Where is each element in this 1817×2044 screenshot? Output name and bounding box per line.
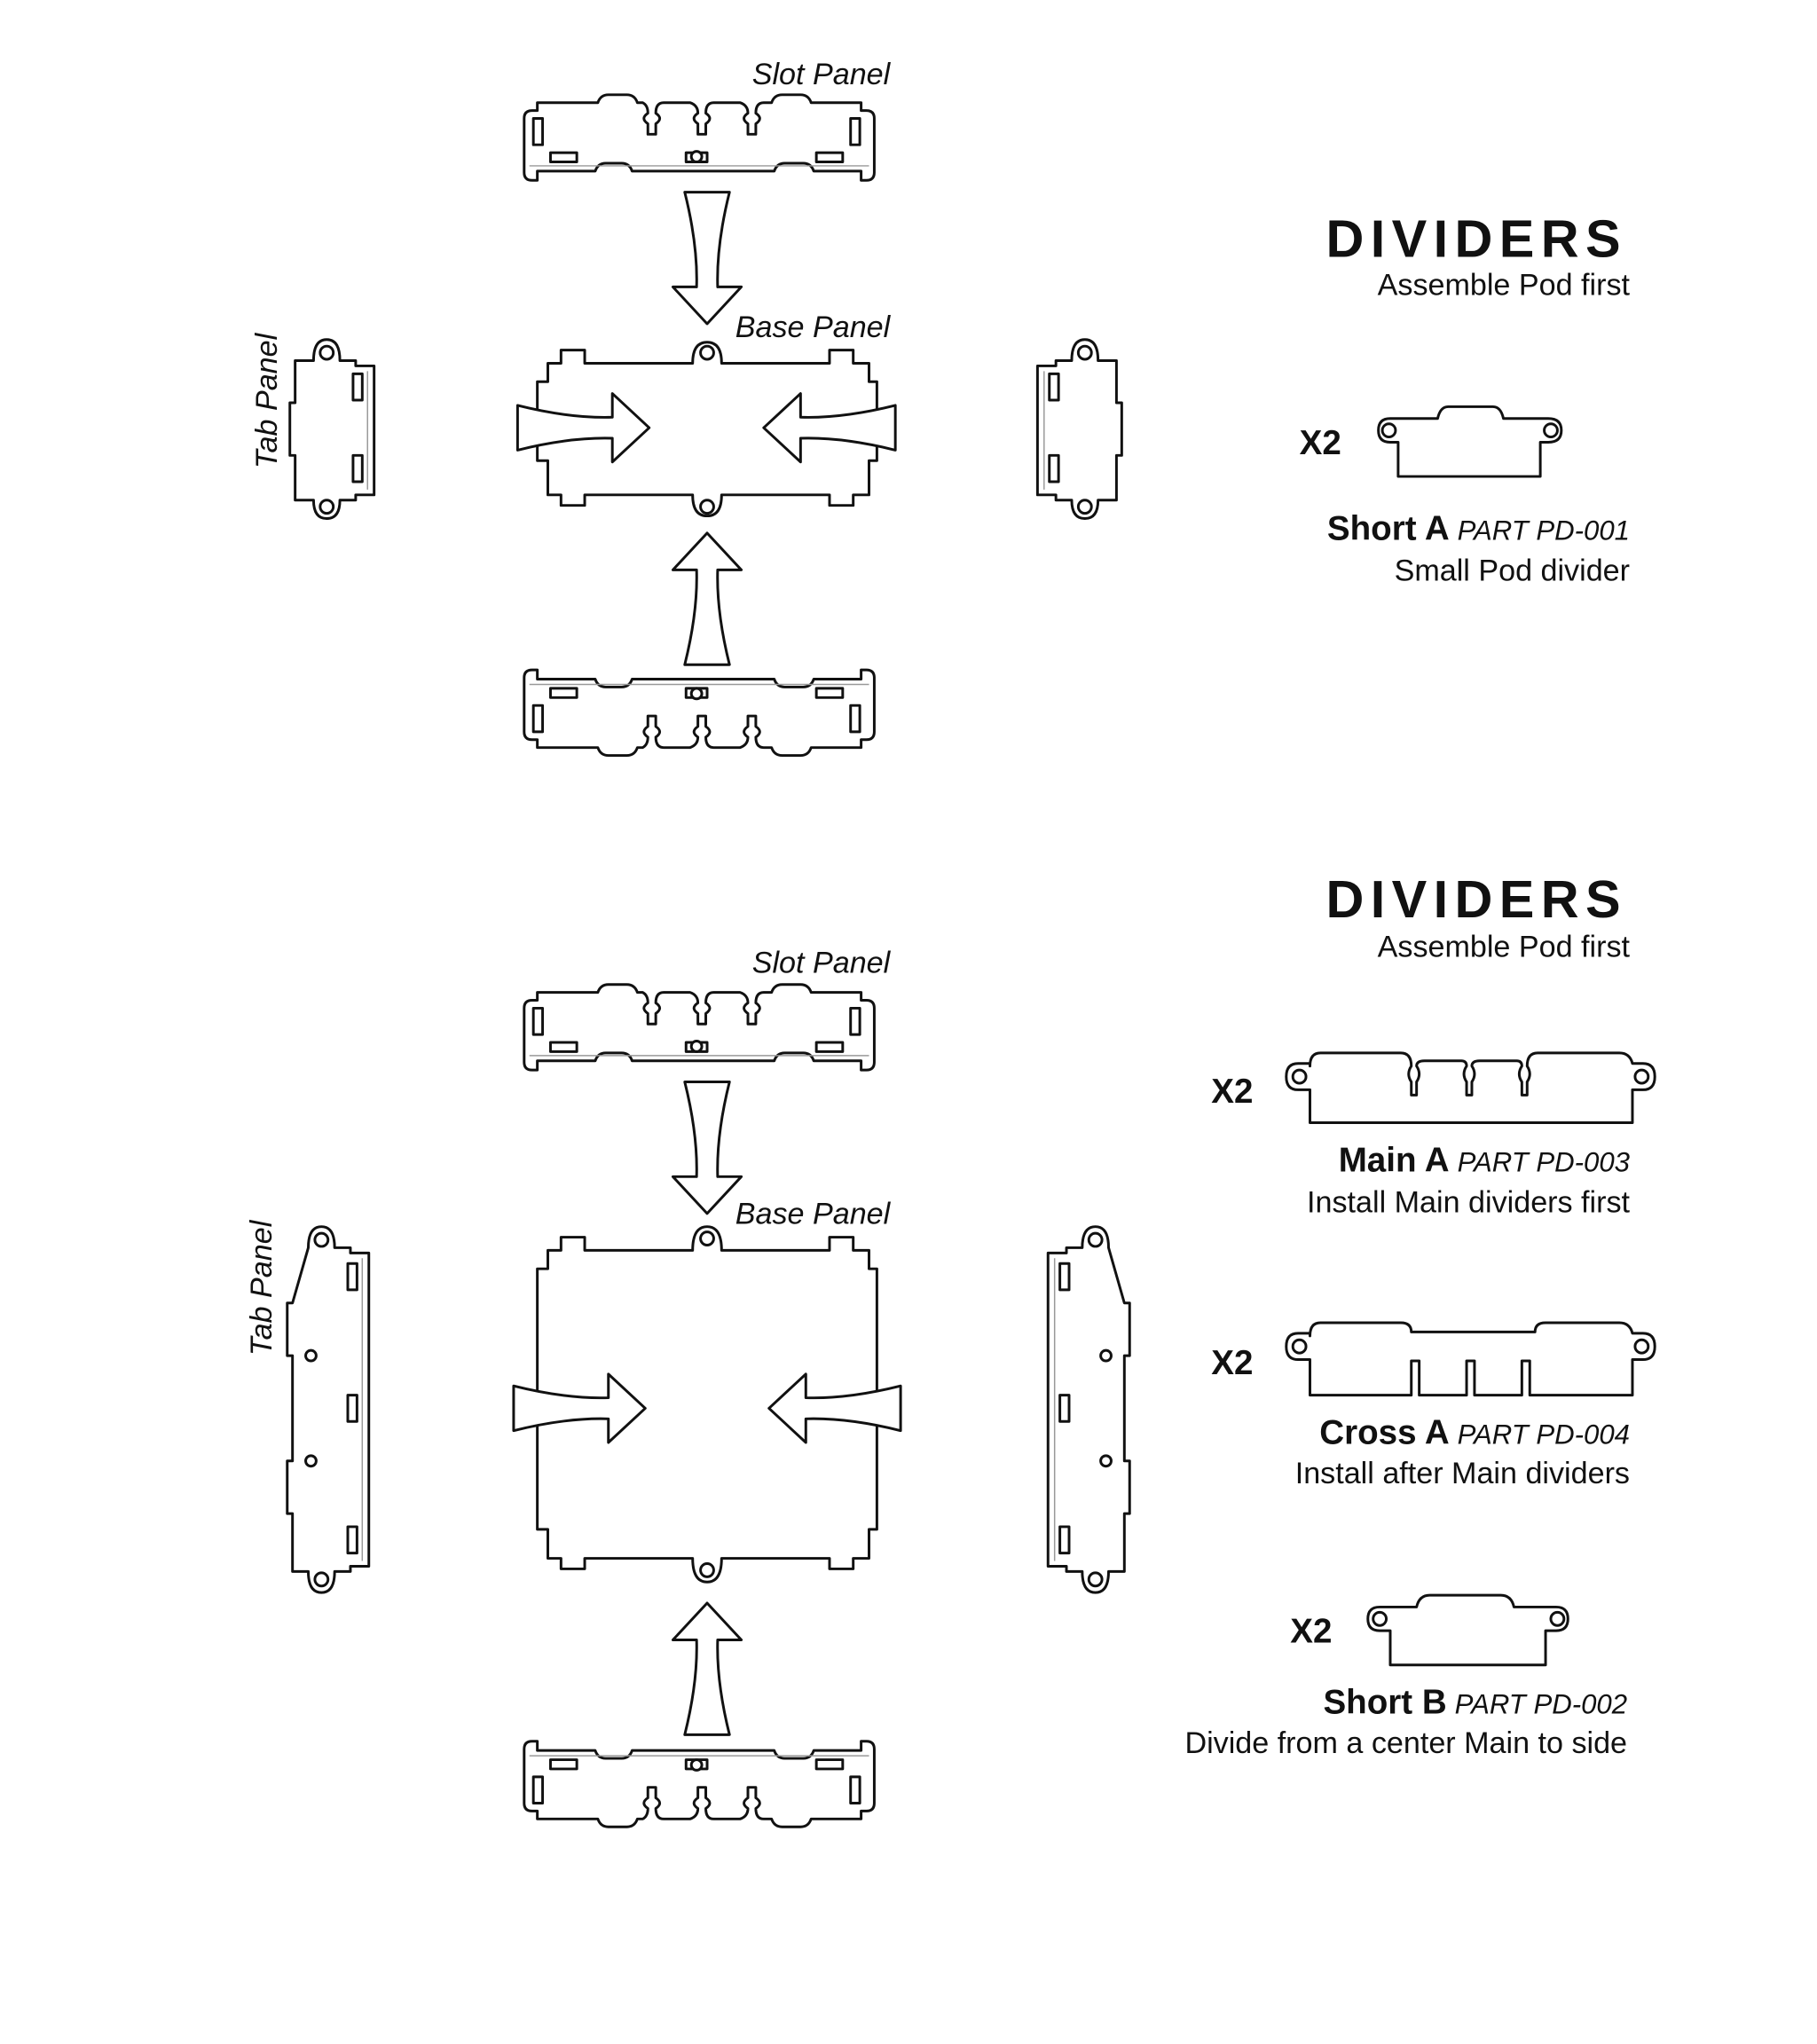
section-heading: Dividers [1325, 208, 1627, 268]
slot-panel-bottom [523, 1740, 876, 1828]
short-b-shape [1366, 1593, 1569, 1667]
slot-panel-label: Slot Panel [752, 58, 892, 91]
part-name: Cross A [1319, 1413, 1449, 1451]
part-note: Install Main dividers first [1307, 1185, 1630, 1219]
part-name: Main A [1339, 1141, 1450, 1179]
part-name: Short A [1327, 509, 1450, 547]
arrow-up-icon [671, 1601, 743, 1736]
short-a-shape [1377, 405, 1563, 478]
base-panel-label: Base Panel [735, 311, 892, 344]
arrow-down-icon [671, 191, 743, 326]
section-subheading: Assemble Pod first [1378, 931, 1631, 964]
cross-a-shape [1285, 1321, 1656, 1397]
base-panel [536, 341, 878, 518]
part-short-a: X2 Short A PART PD-001 Small Pod divider [1300, 405, 1630, 587]
arrow-up-icon [671, 531, 743, 666]
section-pod-assembly: Slot Panel Base Panel Tab Panel Dividers… [250, 58, 1631, 758]
part-cross-a: X2 Cross A PART PD-004 Install after Main… [1211, 1321, 1656, 1490]
base-panel-label: Base Panel [735, 1198, 892, 1231]
part-number: PART PD-002 [1455, 1689, 1627, 1720]
part-number: PART PD-004 [1458, 1419, 1630, 1450]
part-quantity: X2 [1300, 424, 1341, 462]
tab-panel-left [286, 1225, 371, 1594]
slot-panel-top [523, 983, 876, 1072]
slot-panel-label: Slot Panel [752, 946, 892, 979]
section-heading: Dividers [1325, 869, 1627, 929]
part-quantity: X2 [1290, 1613, 1332, 1651]
section-main-assembly: Slot Panel Base Panel Tab Panel [245, 869, 1656, 1828]
tab-panel-label: Tab Panel [245, 1219, 279, 1356]
tab-panel-right [1046, 1225, 1131, 1594]
part-note: Divide from a center Main to side [1184, 1726, 1627, 1760]
part-short-b: X2 Short B PART PD-002 Divide from a cent… [1184, 1593, 1627, 1760]
section-subheading: Assemble Pod first [1378, 268, 1631, 302]
tab-panel-left [288, 338, 376, 521]
part-main-a: X2 Main A PART PD-003 Install Main divide… [1211, 1051, 1656, 1219]
part-note: Small Pod divider [1395, 554, 1630, 587]
tab-panel-label: Tab Panel [250, 332, 284, 468]
part-number: PART PD-001 [1458, 515, 1630, 546]
tab-panel-right [1035, 338, 1123, 521]
slot-panel-bottom [523, 668, 876, 758]
part-number: PART PD-003 [1458, 1146, 1631, 1177]
arrow-down-icon [671, 1081, 743, 1215]
part-quantity: X2 [1211, 1344, 1253, 1382]
part-quantity: X2 [1211, 1073, 1253, 1111]
part-name: Short B [1323, 1684, 1446, 1722]
slot-panel-top [523, 93, 876, 182]
part-note: Install after Main dividers [1295, 1457, 1630, 1490]
main-a-shape [1285, 1051, 1656, 1124]
